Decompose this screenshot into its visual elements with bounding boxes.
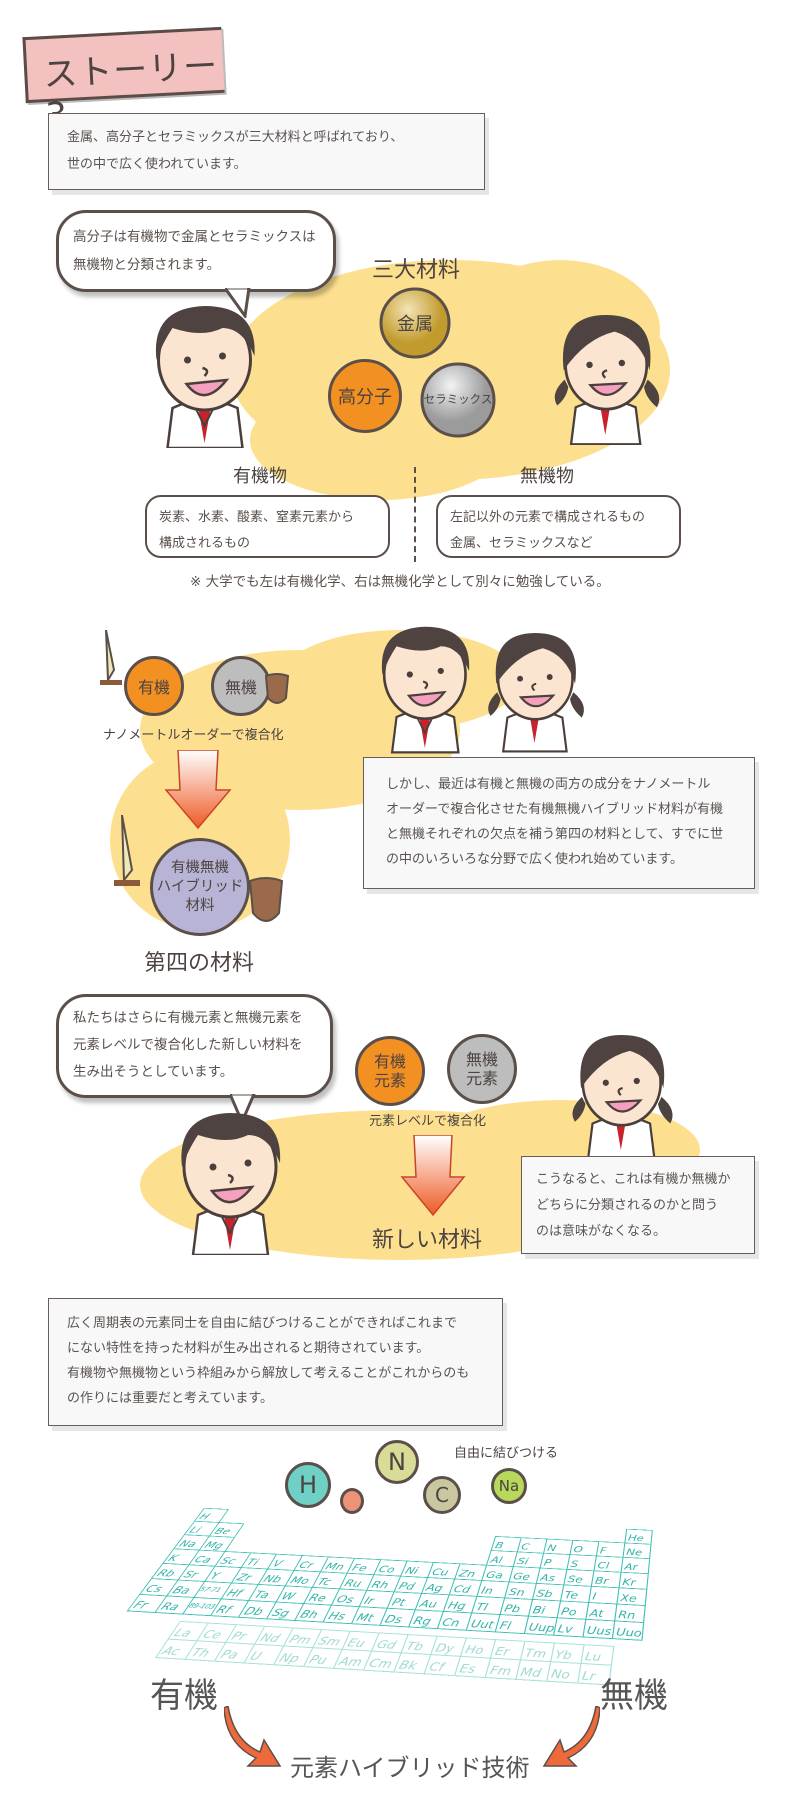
atom-label: N <box>388 1448 406 1476</box>
desc-line: 左記以外の元素で構成されるもの <box>450 505 667 531</box>
metal-label: 金属 <box>379 310 451 336</box>
organic-big-label: 有機 <box>150 1668 218 1717</box>
box-line: のは意味がなくなる。 <box>536 1219 740 1245</box>
summary-box: 広く周期表の元素同士を自由に結びつけることができればこれまで にない特性を持った… <box>48 1298 503 1426</box>
ball-line: 有機 <box>374 1052 406 1071</box>
inorganic-big-label: 無機 <box>600 1668 668 1717</box>
shield-icon <box>264 672 290 710</box>
curved-arrow-left <box>540 1706 600 1768</box>
girl-character <box>548 305 668 445</box>
three-materials-title: 三大材料 <box>372 252 460 284</box>
note-text: ※ 大学でも左は有機化学、右は無機化学として別々に勉強している。 <box>190 570 610 590</box>
atom-label: Na <box>499 1477 519 1495</box>
box-line: の中のいろいろな分野で広く使われ始めています。 <box>386 847 732 872</box>
inorganic-ball: 無機 <box>211 656 271 716</box>
organic-ball: 有機 <box>124 656 184 716</box>
ball-line: 元素 <box>374 1071 406 1090</box>
intro-box: 金属、高分子とセラミックスが三大材料と呼ばれており、 世の中で広く使われています… <box>48 113 485 190</box>
organic-description: 炭素、水素、酸素、窒素元素から 構成されるもの <box>145 495 390 558</box>
ceramics-label: セラミックス <box>420 391 496 407</box>
hybrid-line: ハイブリッド <box>157 878 244 897</box>
bubble-line: 高分子は有機物で金属とセラミックスは <box>73 223 319 251</box>
bubble-line: 無機物と分類されます。 <box>73 251 319 279</box>
box-line: どちらに分類されるのかと問う <box>536 1193 740 1219</box>
boy-character <box>168 1105 298 1255</box>
box-line: しかし、最近は有機と無機の両方の成分をナノメートル <box>386 772 732 797</box>
bubble-line: 生み出そうとしています。 <box>73 1059 316 1086</box>
desc-line: 金属、セラミックスなど <box>450 531 667 557</box>
girl-character <box>566 1025 681 1160</box>
element-cell: Uus <box>582 1619 615 1639</box>
box-line: こうなると、これは有機か無機か <box>536 1167 740 1193</box>
intro-line: 世の中で広く使われています。 <box>67 151 466 178</box>
atom-nitrogen: N <box>375 1440 419 1484</box>
nano-process-label: ナノメートルオーダーで複合化 <box>103 724 284 743</box>
bind-freely-label: 自由に結びつける <box>454 1442 558 1461</box>
inorganic-description: 左記以外の元素で構成されるもの 金属、セラミックスなど <box>436 495 681 558</box>
fourth-material-label: 第四の材料 <box>144 945 254 977</box>
bubble-line: 元素レベルで複合化した新しい材料を <box>73 1032 316 1059</box>
element-cell: Lv <box>553 1617 587 1637</box>
question-box: こうなると、これは有機か無機か どちらに分類されるのかと問う のは意味がなくなる… <box>521 1156 755 1254</box>
curved-arrow-right <box>224 1706 284 1768</box>
desc-line: 炭素、水素、酸素、窒素元素から <box>159 505 376 531</box>
speech-bubble-1: 高分子は有機物で金属とセラミックスは 無機物と分類されます。 <box>56 210 336 292</box>
hybrid-line: 材料 <box>186 897 215 916</box>
new-material-label: 新しい材料 <box>372 1222 482 1254</box>
atom-hydrogen: H <box>285 1462 331 1508</box>
speech-bubble-2: 私たちはさらに有機元素と無機元素を 元素レベルで複合化した新しい材料を 生み出そ… <box>56 994 333 1098</box>
story-title-tag: ストーリー 3 <box>22 27 224 103</box>
element-cell: No <box>546 1661 582 1684</box>
desc-line: 構成されるもの <box>159 531 376 557</box>
sword-icon <box>108 815 148 915</box>
hybrid-material-ball: 有機無機 ハイブリッド 材料 <box>150 838 250 936</box>
box-line: と無機それぞれの欠点を補う第四の材料として、すでに世 <box>386 822 732 847</box>
polymer-label: 高分子 <box>338 383 392 409</box>
down-arrow <box>164 750 232 830</box>
down-arrow <box>400 1135 466 1217</box>
organic-label: 有機物 <box>233 462 287 488</box>
atom-sodium: Na <box>491 1468 527 1504</box>
atom-carbon: C <box>423 1476 461 1514</box>
girl-character <box>482 620 592 756</box>
atom-label: H <box>299 1471 317 1499</box>
shield-icon <box>248 875 284 931</box>
organic-element-ball: 有機元素 <box>355 1036 425 1106</box>
inorganic-element-ball: 無機元素 <box>447 1034 517 1104</box>
atom-label: C <box>435 1483 449 1507</box>
element-hybrid-tech-label: 元素ハイブリッド技術 <box>290 1748 530 1783</box>
boy-character <box>370 616 485 756</box>
sword-icon <box>98 630 128 710</box>
element-process-label: 元素レベルで複合化 <box>369 1110 486 1129</box>
inorganic-label: 無機物 <box>520 462 574 488</box>
organic-ball-label: 有機 <box>138 674 170 698</box>
hybrid-line: 有機無機 <box>171 859 229 878</box>
polymer-ball: 高分子 <box>328 359 402 433</box>
box-line: にない特性を持った材料が生み出されると期待されています。 <box>67 1336 484 1361</box>
ball-line: 元素 <box>466 1069 498 1088</box>
atom-unlabeled <box>340 1488 364 1514</box>
box-line: 有機物や無機物という枠組みから解放して考えることがこれからのも <box>67 1361 484 1386</box>
divider-dashed <box>414 467 416 562</box>
boy-character <box>140 298 275 448</box>
bubble-line: 私たちはさらに有機元素と無機元素を <box>73 1005 316 1032</box>
box-line: 広く周期表の元素同士を自由に結びつけることができればこれまで <box>67 1311 484 1336</box>
intro-line: 金属、高分子とセラミックスが三大材料と呼ばれており、 <box>67 124 466 151</box>
element-cell: Uuo <box>612 1620 645 1640</box>
box-line: の作りには重要だと考えています。 <box>67 1386 484 1411</box>
hybrid-description-box: しかし、最近は有機と無機の両方の成分をナノメートル オーダーで複合化させた有機無… <box>363 757 755 889</box>
inorganic-ball-label: 無機 <box>225 674 257 698</box>
ball-line: 無機 <box>466 1050 498 1069</box>
box-line: オーダーで複合化させた有機無機ハイブリッド材料が有機 <box>386 797 732 822</box>
